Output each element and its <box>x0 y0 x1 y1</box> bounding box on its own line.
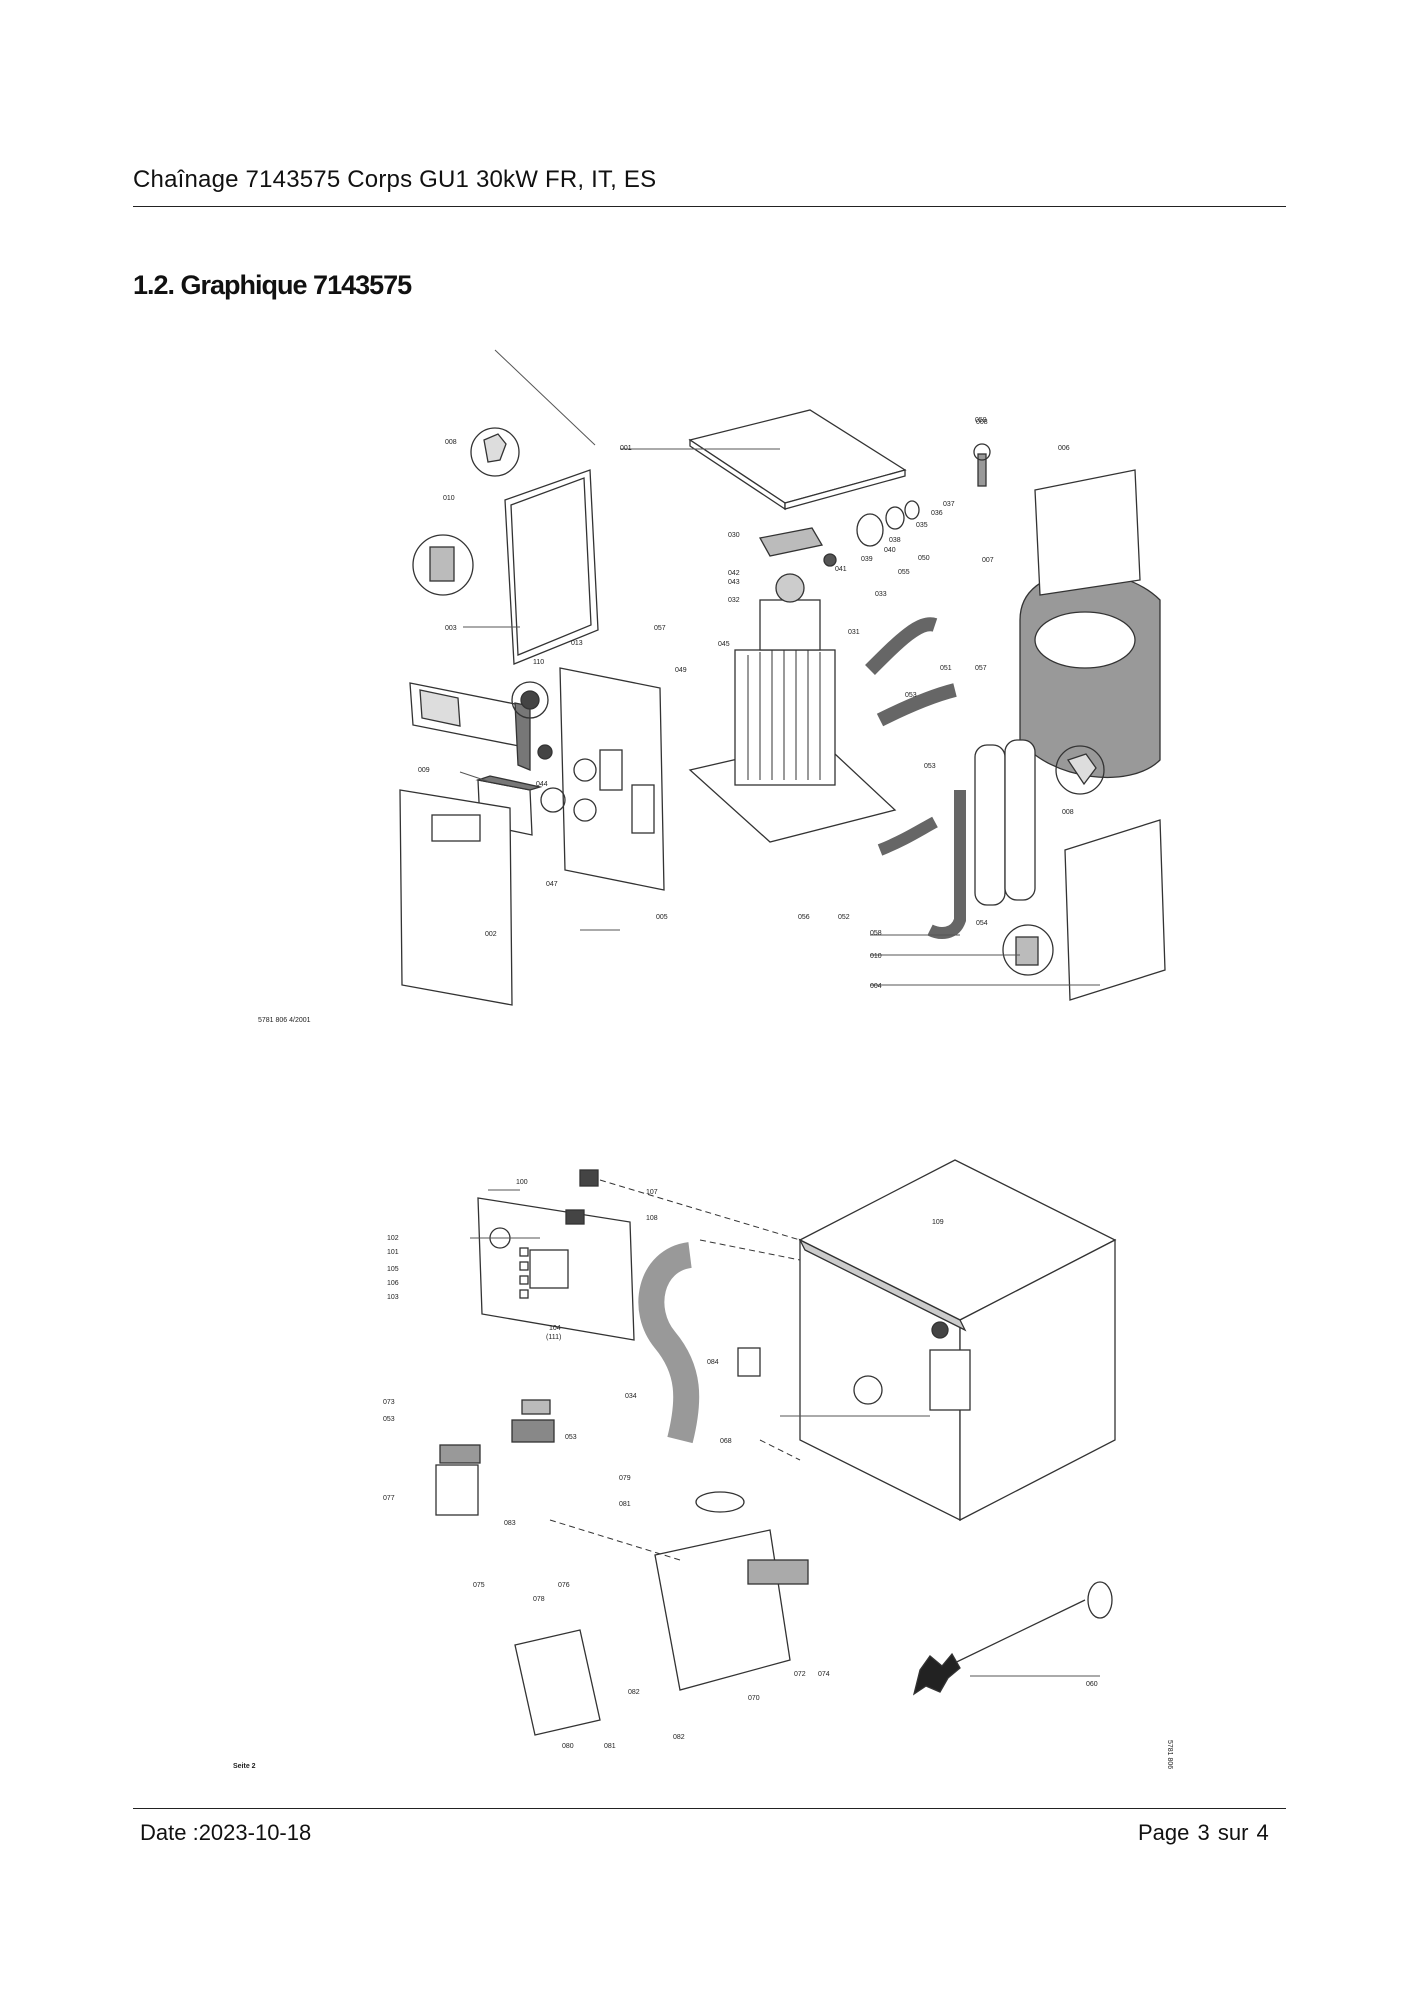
part-label: 081 <box>619 1501 631 1508</box>
part-label: 073 <box>383 1399 395 1406</box>
part-label: 052 <box>838 914 850 921</box>
part-label: 035 <box>916 522 928 529</box>
seite-label: Seite 2 <box>233 1763 256 1770</box>
part-label: 078 <box>533 1596 545 1603</box>
part-label: 070 <box>748 1695 760 1702</box>
footer-rule <box>133 1808 1286 1809</box>
part-label: 068 <box>720 1438 732 1445</box>
part-label: 054 <box>976 920 988 927</box>
part-label: 008 <box>1062 809 1074 816</box>
part-label: 038 <box>889 537 901 544</box>
part-label: 032 <box>728 597 740 604</box>
part-label: 010 <box>443 495 455 502</box>
part-label: 047 <box>546 881 558 888</box>
part-label: 105 <box>387 1266 399 1273</box>
diagram-reference: 5781 806 4/2001 <box>258 1017 311 1024</box>
part-label: 103 <box>387 1294 399 1301</box>
part-label: 040 <box>884 547 896 554</box>
header-rule <box>133 206 1286 207</box>
part-label: 081 <box>604 1743 616 1750</box>
part-label: 104 <box>549 1325 561 1332</box>
part-label: 106 <box>387 1280 399 1287</box>
part-label: 082 <box>673 1734 685 1741</box>
part-label: 005 <box>656 914 668 921</box>
part-label: 004 <box>870 983 882 990</box>
part-label: 041 <box>835 566 847 573</box>
part-label: 044 <box>536 781 548 788</box>
part-label: 030 <box>728 532 740 539</box>
part-label: (111) <box>546 1334 561 1341</box>
part-label: 100 <box>516 1179 528 1186</box>
part-label: 053 <box>383 1416 395 1423</box>
part-label: 007 <box>982 557 994 564</box>
footer-page-number: Page 3 sur 4 <box>1138 1820 1269 1845</box>
part-label: 034 <box>625 1393 637 1400</box>
part-label: 039 <box>861 556 873 563</box>
part-label: 009 <box>418 767 430 774</box>
diagram-side-reference: 5781 806 <box>1166 1740 1173 1769</box>
part-label: 058 <box>870 930 882 937</box>
section-heading: 1.2. Graphique 7143575 <box>133 270 412 300</box>
part-label: 013 <box>571 640 583 647</box>
part-label: 108 <box>646 1215 658 1222</box>
part-label: 053 <box>924 763 936 770</box>
part-label: 079 <box>619 1475 631 1482</box>
part-label: 002 <box>485 931 497 938</box>
part-label: 077 <box>383 1495 395 1502</box>
part-label: 102 <box>387 1235 399 1242</box>
part-label: 053 <box>565 1434 577 1441</box>
footer-date: Date :2023-10-18 <box>140 1820 312 1845</box>
part-label: 075 <box>473 1582 485 1589</box>
part-label: 036 <box>931 510 943 517</box>
part-label: 110 <box>533 659 544 666</box>
part-label: 109 <box>932 1219 944 1226</box>
part-label: 008 <box>445 439 457 446</box>
part-label: 037 <box>943 501 955 508</box>
part-label: 059 <box>975 417 987 424</box>
part-label: 006 <box>1058 445 1070 452</box>
part-label: 072 <box>794 1671 806 1678</box>
part-label: 101 <box>387 1249 399 1256</box>
part-label: 074 <box>818 1671 830 1678</box>
part-label: 107 <box>646 1189 658 1196</box>
part-label: 050 <box>918 555 930 562</box>
part-label: 053 <box>905 692 917 699</box>
part-label: 060 <box>1086 1681 1098 1688</box>
part-label: 051 <box>940 665 952 672</box>
part-label: 045 <box>718 641 730 648</box>
part-label: 083 <box>504 1520 516 1527</box>
part-label: 031 <box>848 629 860 636</box>
part-label: 056 <box>798 914 810 921</box>
part-label: 001 <box>620 445 632 452</box>
part-label: 008 <box>976 419 988 426</box>
part-label: 010 <box>870 953 882 960</box>
part-label: 076 <box>558 1582 570 1589</box>
part-label: 055 <box>898 569 910 576</box>
part-label: 057 <box>975 665 987 672</box>
part-label: 082 <box>628 1689 640 1696</box>
part-label: 033 <box>875 591 887 598</box>
part-label: 043 <box>728 579 740 586</box>
part-label: 049 <box>675 667 687 674</box>
part-label: 084 <box>707 1359 719 1366</box>
part-label: 042 <box>728 570 740 577</box>
part-label: 003 <box>445 625 457 632</box>
part-label: 080 <box>562 1743 574 1750</box>
part-label: 057 <box>654 625 666 632</box>
document-header-title: Chaînage 7143575 Corps GU1 30kW FR, IT, … <box>133 166 657 193</box>
